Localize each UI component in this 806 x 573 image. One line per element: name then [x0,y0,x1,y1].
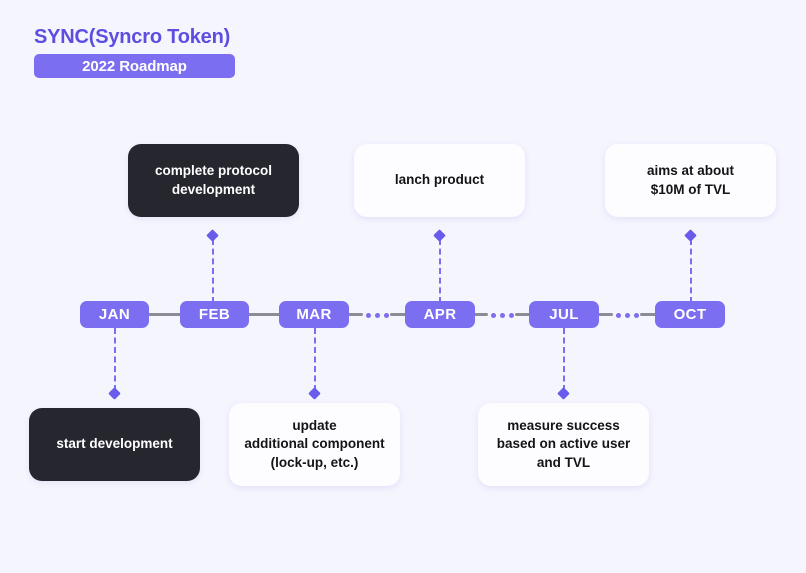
connector-jan-down [114,328,116,391]
ellipsis-dot [500,312,505,318]
milestone-card-oct-line-1: aims at about [646,162,735,178]
milestone-card-oct-line-2: $10M of TVL [650,181,731,197]
spine-segment-gap-apr [390,313,407,316]
ellipsis-dot [366,312,371,318]
milestone-card-oct[interactable]: aims at about $10M of TVL [605,144,776,217]
spine-segment-gap-jul [515,313,532,316]
timeline-gap-marker-1 [366,309,389,321]
timeline-milestone-jan[interactable]: JAN [80,301,149,328]
ellipsis-dot [375,312,380,318]
roadmap-year-badge: 2022 Roadmap [34,54,235,78]
diamond-marker-mar-down [308,387,321,400]
spine-segment-gap-oct [640,313,657,316]
ellipsis-dot [616,312,621,318]
timeline-milestone-apr[interactable]: APR [405,301,475,328]
milestone-card-jul[interactable]: measure success based on active user and… [478,403,649,486]
ellipsis-dot [509,312,514,318]
milestone-card-jul-line-2: based on active user [496,436,631,452]
milestone-card-jan-line-1: start development [56,436,173,452]
milestone-card-feb-line-1: complete protocol [154,162,272,178]
connector-oct-up [690,239,692,303]
diamond-marker-jul-down [557,387,570,400]
timeline-milestone-feb[interactable]: FEB [180,301,249,328]
timeline-milestone-mar[interactable]: MAR [279,301,349,328]
milestone-card-feb[interactable]: complete protocol development [128,144,299,217]
milestone-card-apr-line-1: lanch product [394,172,485,188]
connector-mar-down [314,328,316,391]
spine-segment-apr-gap [471,313,488,316]
spine-segment-jul-gap [596,313,613,316]
timeline-milestone-oct[interactable]: OCT [655,301,725,328]
milestone-card-mar-line-1: update [292,417,337,433]
diamond-marker-feb-up [206,229,219,242]
connector-apr-up [439,239,441,303]
diamond-marker-apr-up [433,229,446,242]
ellipsis-dot [625,312,630,318]
connector-jul-down [563,328,565,391]
milestone-card-jul-line-3: and TVL [536,454,591,470]
page-title: SYNC(Syncro Token) [34,26,231,48]
timeline-gap-marker-3 [616,309,639,321]
spine-segment-mar-gap [346,313,363,316]
connector-feb-up [212,239,214,303]
milestone-card-mar-line-2: additional component [244,436,385,452]
diamond-marker-jan-down [108,387,121,400]
timeline-milestone-jul[interactable]: JUL [529,301,599,328]
milestone-card-feb-line-2: development [171,181,256,197]
ellipsis-dot [491,312,496,318]
milestone-card-mar[interactable]: update additional component (lock-up, et… [229,403,400,486]
diamond-marker-oct-up [684,229,697,242]
milestone-card-apr[interactable]: lanch product [354,144,525,217]
milestone-card-mar-line-3: (lock-up, etc.) [270,454,359,470]
ellipsis-dot [384,312,389,318]
ellipsis-dot [634,312,639,318]
milestone-card-jan[interactable]: start development [29,408,200,481]
spine-segment-feb-mar [246,313,288,316]
milestone-card-jul-line-1: measure success [507,417,620,433]
spine-segment-jan-feb [146,313,188,316]
timeline-gap-marker-2 [491,309,514,321]
